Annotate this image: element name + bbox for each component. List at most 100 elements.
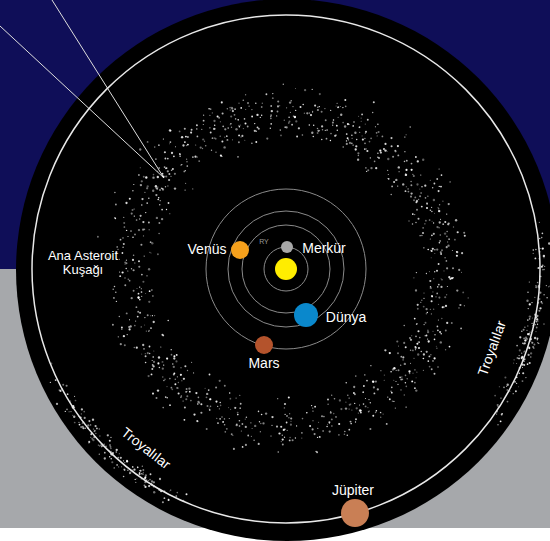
asteroid-dot (246, 416, 248, 418)
asteroid-dot (192, 156, 194, 158)
asteroid-dot (217, 422, 219, 424)
asteroid-dot (177, 387, 178, 388)
asteroid-dot (517, 357, 518, 358)
asteroid-dot (296, 425, 297, 426)
asteroid-dot (282, 444, 284, 446)
asteroid-dot (414, 196, 416, 198)
asteroid-dot (129, 472, 131, 474)
asteroid-dot (339, 399, 341, 401)
asteroid-dot (443, 306, 445, 308)
asteroid-dot (410, 181, 411, 182)
asteroid-dot (375, 381, 377, 383)
asteroid-dot (210, 132, 212, 134)
asteroid-dot (149, 346, 151, 348)
asteroid-dot (209, 398, 211, 400)
asteroid-dot (349, 398, 350, 399)
asteroid-dot (245, 94, 246, 95)
asteroid-dot (162, 175, 164, 177)
asteroid-dot (136, 288, 137, 289)
asteroid-dot (513, 359, 514, 360)
asteroid-dot (456, 251, 457, 252)
asteroid-dot (119, 259, 120, 260)
asteroid-dot (352, 144, 353, 145)
asteroid-dot (136, 219, 138, 221)
asteroid-dot (447, 241, 448, 242)
asteroid-dot (531, 323, 532, 324)
asteroid-dot (417, 160, 419, 162)
asteroid-dot (309, 425, 311, 427)
asteroid-dot (295, 120, 297, 122)
asteroid-dot (135, 479, 136, 480)
asteroid-dot (348, 429, 350, 431)
asteroid-dot (444, 221, 446, 223)
asteroid-dot (110, 437, 111, 438)
asteroid-dot (384, 374, 385, 375)
asteroid-dot (316, 451, 318, 453)
asteroid-dot (422, 159, 424, 161)
asteroid-dot (335, 134, 337, 136)
asteroid-dot (420, 192, 422, 194)
asteroid-dot (331, 395, 332, 396)
asteroid-dot (397, 145, 399, 147)
asteroid-dot (410, 184, 412, 186)
asteroid-dot (182, 400, 183, 401)
asteroid-dot (229, 107, 231, 109)
asteroid-dot (120, 457, 122, 459)
asteroid-dot (380, 416, 381, 417)
asteroid-dot (279, 105, 280, 106)
asteroid-dot (149, 229, 150, 230)
asteroid-dot (134, 347, 135, 348)
mercury-planet (281, 241, 293, 253)
asteroid-dot (69, 411, 70, 412)
asteroid-dot (186, 493, 188, 495)
asteroid-dot (142, 473, 143, 474)
asteroid-dot (137, 467, 138, 468)
asteroid-dot (397, 384, 398, 385)
asteroid-dot (327, 424, 328, 425)
asteroid-dot (404, 363, 406, 365)
asteroid-dot (97, 236, 99, 238)
asteroid-dot (456, 255, 458, 257)
asteroid-dot (538, 310, 540, 312)
asteroid-dot (282, 435, 283, 436)
asteroid-dot (203, 124, 204, 125)
asteroid-dot (222, 125, 224, 127)
asteroid-dot (144, 477, 146, 479)
asteroid-dot (173, 156, 175, 158)
asteroid-dot (259, 421, 260, 422)
asteroid-dot (230, 409, 231, 410)
asteroid-dot (134, 215, 135, 216)
asteroid-dot (104, 452, 106, 454)
asteroid-dot (414, 369, 416, 371)
asteroid-dot (436, 226, 438, 228)
asteroid-dot (168, 202, 170, 204)
asteroid-dot (74, 407, 75, 408)
asteroid-dot (429, 271, 430, 272)
asteroid-dot (530, 352, 532, 354)
asteroid-dot (432, 291, 433, 292)
asteroid-dot (230, 110, 231, 111)
asteroid-dot (180, 374, 182, 376)
asteroid-dot (137, 316, 139, 318)
asteroid-dot (186, 395, 188, 397)
asteroid-dot (164, 151, 166, 153)
asteroid-dot (525, 377, 526, 378)
asteroid-dot (284, 428, 286, 430)
asteroid-dot (548, 242, 550, 244)
asteroid-dot (329, 422, 330, 423)
asteroid-dot (137, 467, 139, 469)
asteroid-dot (173, 374, 175, 376)
asteroid-dot (189, 391, 191, 393)
asteroid-dot (215, 401, 217, 403)
asteroid-dot (411, 380, 413, 382)
asteroid-dot (414, 214, 415, 215)
asteroid-dot (219, 380, 221, 382)
asteroid-dot (143, 472, 144, 473)
asteroid-dot (162, 376, 163, 377)
asteroid-dot (539, 238, 540, 239)
asteroid-dot (326, 426, 328, 428)
asteroid-dot (122, 246, 124, 248)
asteroid-dot (458, 269, 460, 271)
asteroid-dot (123, 217, 124, 218)
asteroid-dot (245, 418, 246, 419)
